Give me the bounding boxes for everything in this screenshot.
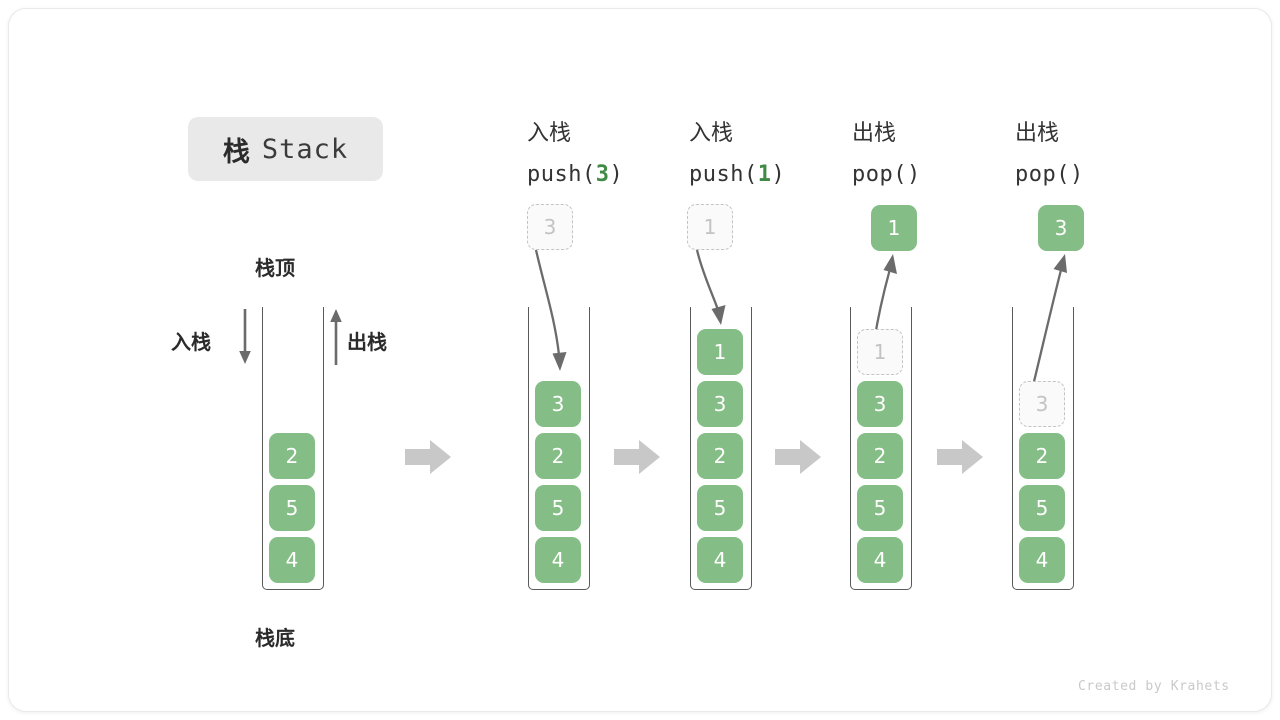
code-prefix: pop(: [1015, 162, 1070, 187]
stack-cell: 4: [269, 537, 315, 583]
stack-cell: 4: [697, 537, 743, 583]
code-prefix: push(: [689, 162, 758, 187]
code-suffix: ): [771, 162, 786, 187]
floating-ghost-cell-push-3: 3: [527, 204, 573, 250]
stack-container-push-1: [690, 307, 752, 590]
push-direction-arrow-icon: [239, 309, 251, 364]
stack-cells-push-3: 3 2 5 4: [535, 381, 581, 583]
push-motion-arrow-icon: [695, 249, 726, 325]
column-header-pop-3: 出栈 pop(): [1015, 121, 1084, 187]
stack-cell: 1: [697, 329, 743, 375]
floating-ghost-cell-push-1: 1: [687, 204, 733, 250]
flow-arrow-icon: [614, 440, 660, 474]
stack-container-pop-1: [850, 307, 912, 590]
credit-text: Created by Krahets: [1078, 679, 1230, 694]
stack-bottom-label: 栈底: [255, 626, 295, 650]
stack-container-push-3: [528, 307, 590, 590]
flow-arrow-icon: [405, 440, 451, 474]
flow-arrow-icon: [937, 440, 983, 474]
floating-popped-cell-3: 3: [1038, 205, 1084, 251]
code-suffix: ): [1069, 162, 1084, 187]
diagram-title-chip: 栈 Stack: [188, 117, 383, 181]
code-prefix: pop(: [852, 162, 907, 187]
stack-cell: 2: [857, 433, 903, 479]
stack-cell-ghost: 3: [1019, 381, 1065, 427]
stack-cell: 5: [857, 485, 903, 531]
code-prefix: push(: [527, 162, 596, 187]
flow-arrow-icon: [775, 440, 821, 474]
stack-cell: 5: [535, 485, 581, 531]
stack-cell: 3: [535, 381, 581, 427]
stack-cell: 4: [1019, 537, 1065, 583]
floating-popped-cell-1: 1: [871, 205, 917, 251]
stack-cell: 5: [269, 485, 315, 531]
stack-cell: 3: [857, 381, 903, 427]
stack-top-label: 栈顶: [255, 256, 295, 280]
stack-cell: 2: [697, 433, 743, 479]
code-argument: 1: [757, 162, 772, 187]
title-chinese: 栈: [222, 136, 250, 168]
code-suffix: ): [906, 162, 921, 187]
stack-cells-initial: 2 5 4: [269, 433, 315, 583]
diagram-canvas: 栈 Stack 栈顶 入栈 出栈 2 5 4 栈底 入栈 push(3): [8, 8, 1272, 712]
stack-cell: 4: [535, 537, 581, 583]
pop-direction-label: 出栈: [347, 330, 387, 354]
stack-cell: 2: [1019, 433, 1065, 479]
stack-cell: 2: [535, 433, 581, 479]
column-header-pop-1: 出栈 pop(): [852, 121, 921, 187]
push-motion-arrow-icon: [534, 249, 567, 371]
stack-cell: 3: [697, 381, 743, 427]
title-english: Stack: [261, 133, 349, 165]
column-header-push-1: 入栈 push(1): [689, 121, 786, 187]
stack-cell: 5: [697, 485, 743, 531]
stack-container-pop-3: [1012, 307, 1074, 590]
stack-container-initial: [262, 307, 324, 590]
pop-direction-arrow-icon: [330, 309, 342, 365]
stack-cell: 4: [857, 537, 903, 583]
column-header-push-3: 入栈 push(3): [527, 121, 624, 187]
stack-cell: 2: [269, 433, 315, 479]
stack-cells-pop-1: 1 3 2 5 4: [857, 329, 903, 583]
stack-cells-push-1: 1 3 2 5 4: [697, 329, 743, 583]
code-argument: 3: [595, 162, 610, 187]
stack-cell: 5: [1019, 485, 1065, 531]
push-direction-label: 入栈: [171, 330, 211, 354]
stack-cell-ghost: 1: [857, 329, 903, 375]
pop-motion-arrow-icon: [1029, 254, 1067, 395]
code-suffix: ): [609, 162, 624, 187]
stack-cells-pop-3: 3 2 5 4: [1019, 381, 1065, 583]
